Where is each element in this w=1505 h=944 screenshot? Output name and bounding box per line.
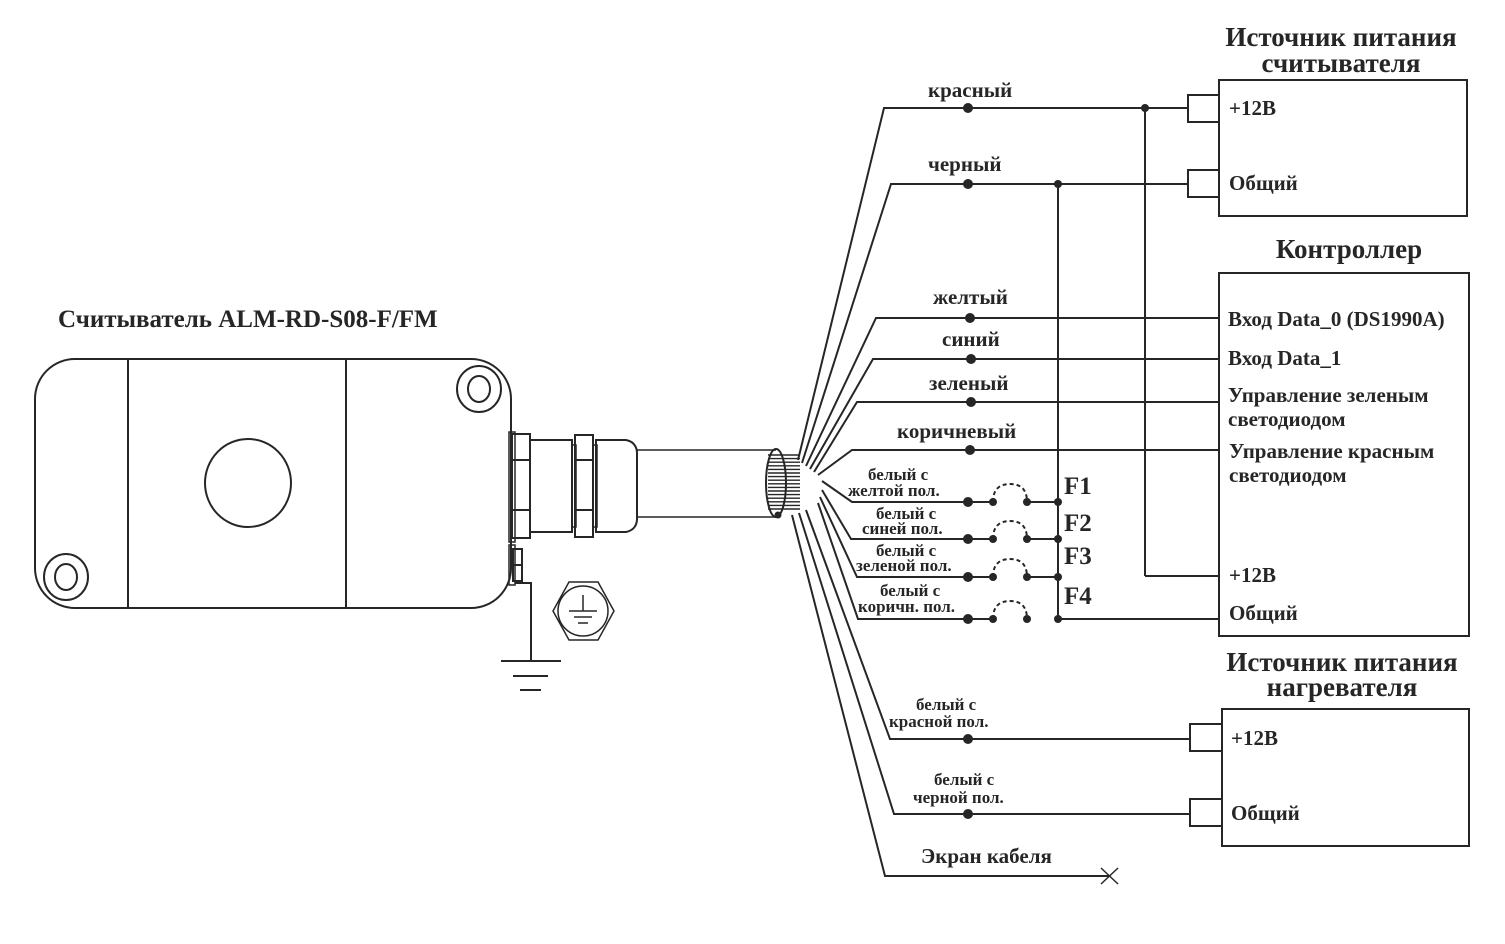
- reader-power-terminal-plus12: +12В: [1229, 96, 1276, 120]
- controller-box: [1218, 272, 1470, 637]
- fuse-label-f2: F2: [1064, 510, 1092, 537]
- wire-label-white-green-2: зеленой пол.: [856, 556, 952, 575]
- fuse-f3: F3: [963, 543, 1092, 582]
- terminal-icon: [1189, 798, 1223, 827]
- fuse-f2: F2: [963, 510, 1092, 544]
- fuses: F1 F2 F3 F4: [963, 473, 1092, 624]
- cable: [637, 448, 800, 519]
- cable-strands: [768, 454, 800, 510]
- wire-blue: [809, 358, 1218, 470]
- wire-label-white-black-1: белый с: [934, 770, 995, 789]
- reader-button-icon: [204, 438, 292, 528]
- wire-label-brown: коричневый: [897, 419, 1016, 443]
- controller-terminal-data1: Вход Data_1: [1228, 346, 1341, 370]
- reader-title: Считыватель ALM-RD-S08-F/FM: [58, 306, 438, 333]
- reader-housing: [34, 358, 512, 609]
- wire-label-yellow: желтый: [933, 285, 1008, 309]
- wire-black: [801, 183, 1188, 464]
- wire-label-black: черный: [928, 152, 1001, 176]
- fuse-label-f4: F4: [1064, 583, 1092, 610]
- reader-power-supply: Источник питания считывателя +12В Общий: [1187, 22, 1468, 217]
- screw-icon: [43, 553, 89, 601]
- wire-yellow: [805, 317, 1218, 467]
- wire-label-white-brown-1: белый с: [880, 581, 941, 600]
- controller-title: Контроллер: [1276, 234, 1422, 264]
- heater-power-title-1: Источник питания: [1226, 647, 1457, 677]
- controller-terminal-red-led-2: светодиодом: [1229, 463, 1347, 487]
- wire-label-shield: Экран кабеля: [921, 844, 1052, 868]
- wire-white-blue: [821, 489, 968, 540]
- heater-power-terminal-plus12: +12В: [1231, 726, 1278, 750]
- reader-device: Считыватель ALM-RD-S08-F/FM: [34, 306, 638, 691]
- heater-power-supply: Источник питания нагревателя +12В Общий: [1189, 647, 1470, 847]
- wire-white-yellow: [821, 480, 968, 503]
- reader-power-box: [1218, 79, 1468, 217]
- fuse-f4: F4: [963, 583, 1092, 624]
- wire-label-white-red-2: красной пол.: [889, 712, 989, 731]
- wire-label-white-yellow-1: белый с: [868, 465, 929, 484]
- reader-power-title-2: считывателя: [1262, 48, 1421, 78]
- ground-bolt-icon: [552, 581, 615, 641]
- wire-white-brown: [817, 502, 968, 620]
- controller: Контроллер Вход Data_0 (DS1990A) Вход Da…: [1218, 234, 1470, 637]
- ground-icon: [501, 660, 561, 691]
- wire-label-white-yellow-2: желтой пол.: [848, 481, 940, 500]
- controller-terminal-data0: Вход Data_0 (DS1990A): [1228, 307, 1445, 331]
- controller-terminal-common: Общий: [1229, 601, 1298, 625]
- reader-power-title-1: Источник питания: [1225, 22, 1456, 52]
- ground-lug: [508, 544, 532, 661]
- heater-power-terminal-common: Общий: [1231, 801, 1300, 825]
- wire-label-blue: синий: [942, 327, 1000, 351]
- wire-green: [813, 401, 1218, 473]
- wires: красный черный желтый синий зеленый кори…: [791, 78, 1218, 885]
- heater-power-title-2: нагревателя: [1267, 672, 1418, 702]
- wire-white-green: [819, 496, 968, 578]
- wire-label-red: красный: [928, 78, 1012, 102]
- wire-label-green: зеленый: [929, 371, 1008, 395]
- cable-gland: [508, 431, 638, 543]
- terminal-icon: [1189, 723, 1223, 752]
- wire-white-black: [798, 512, 1190, 815]
- controller-terminal-plus12: +12В: [1229, 563, 1276, 587]
- wire-label-white-blue-2: синей пол.: [862, 519, 943, 538]
- wire-white-red: [805, 509, 1190, 740]
- fuse-label-f1: F1: [1064, 473, 1092, 500]
- x-mark-icon: [1100, 867, 1119, 885]
- heater-power-box: [1221, 708, 1470, 847]
- wire-brown: [817, 449, 1218, 476]
- terminal-icon: [1187, 169, 1220, 198]
- terminal-icon: [1187, 94, 1220, 123]
- controller-terminal-green-led-2: светодиодом: [1228, 407, 1346, 431]
- wire-label-white-brown-2: коричн. пол.: [858, 597, 955, 616]
- wire-shield: [791, 514, 1110, 877]
- wire-label-white-black-2: черной пол.: [913, 788, 1004, 807]
- controller-terminal-red-led-1: Управление красным: [1229, 439, 1434, 463]
- wire-red: [797, 107, 1188, 461]
- fuse-f1: F1: [963, 473, 1092, 507]
- wire-label-white-red-1: белый с: [916, 695, 977, 714]
- controller-terminal-green-led-1: Управление зеленым: [1228, 383, 1429, 407]
- wire-label-white-green-1: белый с: [876, 541, 937, 560]
- fuse-label-f3: F3: [1064, 543, 1092, 570]
- wire-label-white-blue-1: белый с: [876, 504, 937, 523]
- screw-icon: [456, 365, 502, 413]
- reader-power-terminal-common: Общий: [1229, 171, 1298, 195]
